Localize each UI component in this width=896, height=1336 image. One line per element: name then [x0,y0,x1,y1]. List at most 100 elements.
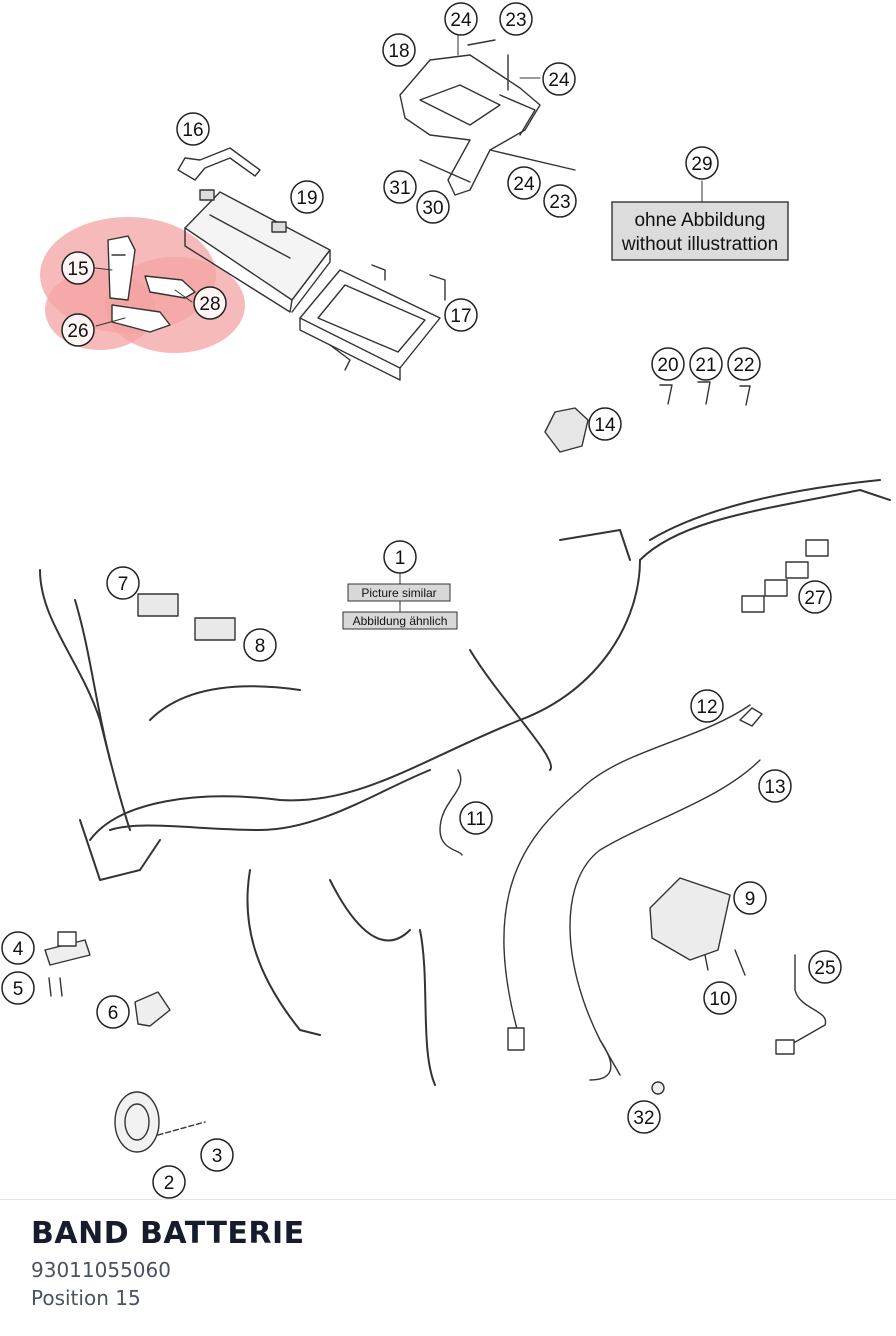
callout-number: 11 [466,809,486,830]
callout-29: 29 [685,146,719,180]
callout-23: 23 [499,2,533,36]
callout-23-4: 23 [543,184,577,218]
callout-number: 2 [164,1173,175,1194]
callout-number: 23 [549,192,570,213]
callout-number: 8 [255,636,266,657]
callout-number: 22 [733,355,754,376]
part-name: BAND BATTERIE [31,1216,305,1251]
wiring-harness-drawing [39,479,891,1086]
cable-11-drawing [439,769,463,856]
callout-21: 21 [689,347,723,381]
callout-10: 10 [703,981,737,1015]
callout-number: 6 [108,1003,119,1024]
cable-13-drawing [569,759,761,1081]
note-without-illustration: ohne Abbildung without illustrattion [611,201,789,261]
leader-lines [94,33,703,613]
callout-number: 9 [745,889,756,910]
callout-24-3: 24 [507,166,541,200]
callout-number: 24 [513,174,535,195]
callout-number: 3 [212,1146,223,1167]
callout-number: 32 [633,1108,654,1129]
callout-31: 31 [383,170,417,204]
bolt-32-drawing [651,1081,665,1095]
relay-14-drawing [544,407,589,453]
callout-32: 32 [627,1100,661,1134]
callout-4: 4 [1,931,35,965]
callout-number: 27 [804,588,825,609]
callout-number: 29 [691,154,712,175]
callout-number: 14 [594,415,616,436]
part-position: Position 15 [31,1286,141,1310]
callout-1: 1 [383,540,417,574]
bracket-16-drawing [177,147,261,181]
note-29-line1: ohne Abbildung [634,210,765,231]
exploded-parts-diagram: ohne Abbildung without illustrattion Pic… [1,2,891,1199]
callout-14: 14 [588,407,622,441]
screws-5-drawing [48,977,63,997]
callout-17: 17 [444,298,478,332]
note-1-line2: Abbildung ähnlich [353,614,448,628]
callout-24: 24 [444,2,478,36]
callout-28: 28 [193,286,227,320]
callout-12: 12 [690,689,724,723]
callout-19: 19 [290,180,324,214]
callout-number: 19 [296,188,317,209]
callout-3: 3 [200,1138,234,1172]
callout-20: 20 [651,347,685,381]
callout-number: 10 [709,989,730,1010]
callout-30: 30 [416,190,450,224]
callout-number: 24 [548,70,570,91]
callout-number: 25 [814,958,835,979]
fuses-drawing [659,381,751,406]
callout-number: 12 [696,697,717,718]
callout-24-2: 24 [542,62,576,96]
callout-11: 11 [459,801,493,835]
regulator-9-drawing [649,877,746,976]
callout-number: 1 [395,548,406,569]
callout-number: 4 [13,939,24,960]
callout-6: 6 [96,995,130,1029]
callout-number: 21 [695,355,716,376]
callout-2: 2 [152,1165,186,1199]
part-6-drawing [134,991,171,1027]
callout-7: 7 [106,566,140,600]
callout-number: 30 [422,198,443,219]
callout-number: 13 [764,777,785,798]
callout-number: 16 [182,120,203,141]
cable-12-drawing [503,704,763,1051]
battery-drawing [184,189,331,313]
callout-27: 27 [798,580,832,614]
callout-25: 25 [808,950,842,984]
callout-26: 26 [61,313,95,347]
callout-number: 5 [13,979,24,1000]
connectors-27-drawing [741,539,829,613]
callout-number: 23 [505,10,526,31]
callout-16: 16 [176,112,210,146]
callout-number: 15 [67,259,88,280]
callout-22: 22 [727,347,761,381]
note-picture-similar: Picture similar Abbildung ähnlich [342,583,458,630]
callout-number: 17 [450,306,471,327]
callout-13: 13 [758,769,792,803]
note-29-line2: without illustrattion [621,234,778,255]
callout-number: 7 [118,574,129,595]
callout-number: 24 [450,10,472,31]
callout-18: 18 [382,33,416,67]
callout-number: 20 [657,355,678,376]
relay-4-drawing [44,931,91,966]
callout-15: 15 [61,251,95,285]
battery-strap-drawing [107,235,196,333]
callout-number: 18 [388,41,409,62]
callout-number: 31 [389,178,410,199]
connectors-7-8-drawing [137,593,236,641]
callout-number: 26 [67,321,88,342]
battery-tray-drawing [299,264,446,381]
part-info-panel: BAND BATTERIE 93011055060 Position 15 [0,1199,896,1336]
cable-25-drawing [775,954,827,1055]
horn-2-drawing [114,1091,206,1153]
callout-8: 8 [243,628,277,662]
holder-18-drawing [399,39,576,196]
note-1-line1: Picture similar [361,586,436,600]
part-number: 93011055060 [31,1258,171,1282]
